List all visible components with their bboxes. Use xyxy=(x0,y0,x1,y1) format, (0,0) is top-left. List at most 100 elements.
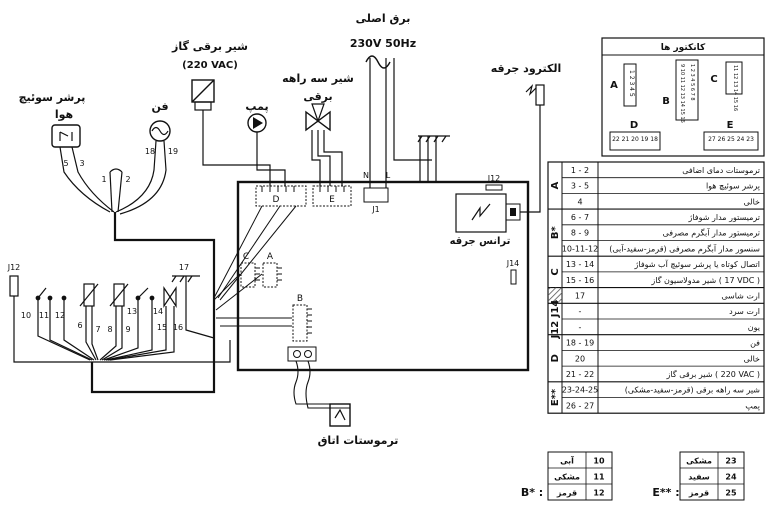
legend-e-rows-num-25: 25 xyxy=(725,489,737,498)
pinout-d-pins: 22 21 20 19 18 xyxy=(612,136,658,143)
connector-j12-board-label: J12 xyxy=(487,174,501,183)
pin-table-pins: 3 - 5 xyxy=(571,182,589,191)
legend-b-rows-frame xyxy=(547,451,613,501)
legend-e-rows-num-24: 24 xyxy=(725,473,737,482)
legend-b-rows-num-11: 11 xyxy=(593,473,605,482)
legend-b-rows-color-11: مشکی xyxy=(554,473,580,482)
pin-12: 12 xyxy=(55,311,65,320)
pinout-a-letter: A xyxy=(610,80,618,91)
pin-15: 15 xyxy=(157,323,167,332)
pin-table-pins: 8 - 9 xyxy=(571,229,589,238)
fan-pin-19: 19 xyxy=(168,147,178,156)
pump: پمپ xyxy=(245,100,286,186)
connector-e-label: E xyxy=(329,195,335,205)
thermostat-pin-2: 2 xyxy=(125,175,130,184)
pin-table-pins: 21 - 22 xyxy=(566,370,594,379)
mains-power: برق اصلی 230V 50Hz xyxy=(350,12,432,188)
connector-d-label: D xyxy=(273,195,280,205)
room-thermostat: ترموستات اتاق xyxy=(293,360,398,447)
legend-e-rows-color-24: سفید xyxy=(688,473,710,482)
spark-transformer: ترانس جرقه xyxy=(450,193,521,247)
pinout-c-pins: 11 12 13 14 15 16 xyxy=(732,65,738,111)
pin-table-desc: خالی xyxy=(744,354,761,363)
pin-16: 16 xyxy=(173,323,183,332)
pin-table-group-5: D xyxy=(550,354,561,362)
air-switch-label-1: پرشر سوئیچ xyxy=(19,91,86,104)
overheat-thermostat: 1 2 xyxy=(101,168,131,213)
pin-table-pins: 13 - 14 xyxy=(566,260,594,269)
sensor-row xyxy=(35,275,215,361)
pin-8: 8 xyxy=(107,325,112,334)
legend-e-rows-color-25: قرمز xyxy=(688,489,709,498)
pump-label: پمپ xyxy=(245,100,268,113)
pinout-e-letter: E xyxy=(727,120,734,131)
connector-b: B xyxy=(292,294,312,342)
pin-table-desc: شیر برقی گاز ( 220 VAC ) xyxy=(666,369,760,379)
connector-j12-board: J12 xyxy=(485,174,503,191)
connector-j1: J1 N L xyxy=(363,171,391,214)
harness-bottom xyxy=(90,338,216,394)
legend-e-rows-color-23: مشکی xyxy=(686,457,712,466)
pump-icon xyxy=(253,117,263,129)
three-way-valve-label-2: برقی xyxy=(303,90,332,103)
connectors-title: کانکتور ها xyxy=(661,43,706,53)
pin-table-desc: فن xyxy=(750,339,760,348)
pin-table-desc: ترموستات دمای اضافی xyxy=(682,166,760,175)
pin-table-desc: ارت شاسی xyxy=(721,291,760,300)
air-switch-label-2: هوا xyxy=(55,108,73,121)
pin-table-pins: - xyxy=(579,323,582,332)
spark-icon xyxy=(525,84,537,96)
pin-l-label: L xyxy=(386,171,391,180)
connector-d: D xyxy=(255,185,307,207)
pin-table-desc: ارت سرد xyxy=(729,307,760,316)
harness-fanout-d xyxy=(213,205,297,327)
pin-table-pins: 26 - 27 xyxy=(566,401,594,410)
pin-table-desc: سنسور مدار آبگرم مصرفی (قرمز-سفید-آبی) xyxy=(609,243,760,253)
gas-valve-label: شیر برقی گاز xyxy=(171,40,248,53)
legend-b-rows-num-10: 10 xyxy=(593,457,605,466)
air-switch-pin-5: 5 xyxy=(63,159,68,168)
legend-e-label: E** : xyxy=(652,486,679,499)
gas-valve: شیر برقی گاز (220 VAC) xyxy=(171,40,271,186)
connector-a: A xyxy=(262,252,282,288)
mains-voltage-label: 230V 50Hz xyxy=(350,37,416,50)
legend-b-rows-color-12: قرمز xyxy=(556,489,577,498)
fan-pin-18: 18 xyxy=(145,147,155,156)
pinout-b-lower-pins: 1 2 3 4 5 6 7 8 xyxy=(689,64,695,101)
mains-power-label: برق اصلی xyxy=(356,12,411,25)
connector-a-label: A xyxy=(267,252,274,262)
pin-table-pins: 17 xyxy=(575,291,585,300)
pin-table-pins: - xyxy=(579,307,582,316)
connectors-pinout-box: کانکتور ها A 1 2 3 4 5 B 9 10 11 12 13 1… xyxy=(601,37,765,157)
pin-table-desc: پمپ xyxy=(745,401,760,410)
spark-transformer-label: ترانس جرقه xyxy=(450,236,511,247)
connector-b-label: B xyxy=(297,294,303,304)
air-pressure-switch: پرشر سوئیچ هوا 5 3 xyxy=(19,91,115,213)
room-thermostat-terminal xyxy=(287,346,317,362)
pinout-b-pins: 9 10 11 12 13 14 15 16 xyxy=(679,64,685,123)
pin-table-group-1: B* xyxy=(550,225,561,239)
three-way-valve-label-1: شیر سه راهه xyxy=(282,72,354,85)
connector-j12-left-label: J12 xyxy=(7,263,21,272)
pin-14: 14 xyxy=(153,307,163,316)
spark-electrode: الکترود جرقه xyxy=(491,62,561,213)
connector-c: C xyxy=(240,252,260,288)
fan: فن 18 19 xyxy=(115,100,178,215)
pin-table-group-6: E** xyxy=(550,388,561,406)
pin-table-group-2: C xyxy=(550,268,561,275)
pin-table-pins: 6 - 7 xyxy=(571,213,589,222)
thermostat-pin-1: 1 xyxy=(101,175,106,184)
fan-label: فن xyxy=(151,100,168,113)
pin-11: 11 xyxy=(39,311,49,320)
pinout-d-letter: D xyxy=(630,120,638,131)
pinout-a-pins: 1 2 3 4 5 xyxy=(628,70,635,97)
gas-valve-voltage-label: (220 VAC) xyxy=(182,60,238,71)
pin-table-desc: اتصال کوتاه یا پرشر سوئیچ آب شوفاژ xyxy=(634,259,760,269)
pin-table-pins: 23-24-25 xyxy=(562,386,598,395)
connector-e: E xyxy=(312,185,352,207)
pin-7: 7 xyxy=(95,325,100,334)
pin-n-label: N xyxy=(363,171,369,180)
three-way-valve: شیر سه راهه برقی xyxy=(282,72,354,186)
